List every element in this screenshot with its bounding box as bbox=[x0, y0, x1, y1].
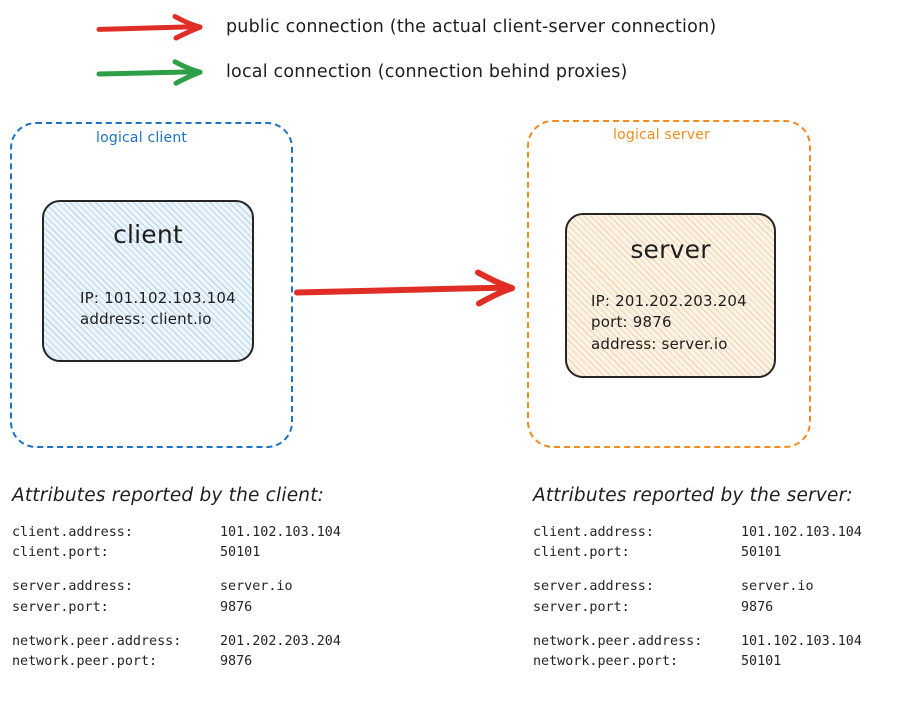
table-group-spacer bbox=[12, 563, 341, 577]
attribute-key: server.address: bbox=[533, 579, 654, 595]
public-connection-arrow bbox=[294, 269, 515, 307]
attribute-key: client.port: bbox=[12, 544, 109, 560]
server-node-property-address: address: server.io bbox=[591, 334, 728, 353]
server-node-property-ip: IP: 201.202.203.204 bbox=[591, 292, 747, 310]
server-attributes-heading: Attributes reported by the server: bbox=[533, 485, 853, 506]
logical-server-container bbox=[527, 120, 811, 448]
legend-label-public-connection: public connection (the actual client-ser… bbox=[226, 17, 717, 38]
attribute-key: client.address: bbox=[533, 524, 654, 540]
server-node-properties: IP: 201.202.203.204 port: 9876 address: … bbox=[591, 291, 747, 355]
server-attributes-table: client.address: 101.102.103.104 client.p… bbox=[533, 523, 862, 673]
attribute-key: network.peer.port: bbox=[533, 654, 679, 670]
client-node-properties: IP: 101.102.103.104 address: client.io bbox=[80, 288, 236, 331]
attribute-value: 50101 bbox=[220, 544, 261, 560]
attribute-key: network.peer.address: bbox=[12, 634, 182, 649]
legend-label-local-connection: local connection (connection behind prox… bbox=[226, 62, 628, 83]
server-node: server IP: 201.202.203.204 port: 9876 ad… bbox=[565, 213, 776, 378]
legend-item-public-connection: public connection (the actual client-ser… bbox=[96, 12, 716, 44]
attribute-value: 101.102.103.104 bbox=[220, 524, 341, 540]
table-row: client.address: 101.102.103.104 bbox=[533, 523, 862, 543]
client-node: client IP: 101.102.103.104 address: clie… bbox=[42, 200, 254, 362]
attribute-key: network.peer.address: bbox=[533, 634, 703, 649]
attribute-key: server.port: bbox=[533, 599, 630, 615]
table-row: network.peer.port: 50101 bbox=[533, 652, 862, 672]
client-node-title: client bbox=[113, 220, 183, 249]
table-row: server.port: 9876 bbox=[533, 598, 862, 618]
attribute-value: 50101 bbox=[741, 544, 782, 560]
attribute-value: 201.202.203.204 bbox=[220, 634, 341, 649]
table-group-spacer bbox=[12, 618, 341, 632]
client-node-property-ip: IP: 101.102.103.104 bbox=[80, 289, 236, 307]
client-attributes-panel: Attributes reported by the client: clien… bbox=[12, 485, 341, 673]
attribute-key: server.address: bbox=[12, 579, 133, 595]
attribute-key: network.peer.port: bbox=[12, 654, 158, 670]
table-group-spacer bbox=[533, 563, 862, 577]
logical-client-container bbox=[10, 122, 293, 448]
table-row: client.address: 101.102.103.104 bbox=[12, 523, 341, 543]
table-row: client.port: 50101 bbox=[12, 543, 341, 563]
server-attributes-panel: Attributes reported by the server: clien… bbox=[533, 485, 862, 673]
table-row: server.address: server.io bbox=[12, 577, 341, 597]
attribute-value: 9876 bbox=[220, 599, 253, 615]
table-row: server.port: 9876 bbox=[12, 598, 341, 618]
attribute-value: 9876 bbox=[220, 654, 253, 670]
table-row: server.address: server.io bbox=[533, 577, 862, 597]
attribute-key: client.address: bbox=[12, 524, 133, 540]
red-arrow-icon bbox=[96, 14, 203, 41]
attribute-value: 101.102.103.104 bbox=[741, 524, 862, 540]
server-node-property-port: port: 9876 bbox=[591, 313, 672, 332]
attribute-value: 101.102.103.104 bbox=[741, 634, 862, 649]
logical-server-label: logical server bbox=[613, 127, 710, 143]
server-node-title: server bbox=[630, 235, 711, 264]
attribute-value: server.io bbox=[741, 579, 814, 595]
attribute-key: client.port: bbox=[533, 544, 630, 560]
table-row: client.port: 50101 bbox=[533, 543, 862, 563]
table-group-spacer bbox=[533, 618, 862, 632]
green-arrow-icon bbox=[96, 59, 203, 86]
client-attributes-table: client.address: 101.102.103.104 client.p… bbox=[12, 523, 341, 673]
legend-item-local-connection: local connection (connection behind prox… bbox=[96, 57, 628, 89]
attribute-value: server.io bbox=[220, 579, 293, 595]
client-attributes-heading: Attributes reported by the client: bbox=[12, 485, 325, 506]
attribute-key: server.port: bbox=[12, 599, 109, 615]
logical-client-label: logical client bbox=[96, 130, 188, 146]
attribute-value: 9876 bbox=[741, 599, 774, 615]
table-row: network.peer.address: 201.202.203.204 bbox=[12, 632, 341, 652]
attribute-value: 50101 bbox=[741, 654, 782, 670]
table-row: network.peer.address: 101.102.103.104 bbox=[533, 632, 862, 652]
client-node-property-address: address: client.io bbox=[80, 310, 212, 329]
table-row: network.peer.port: 9876 bbox=[12, 652, 341, 672]
